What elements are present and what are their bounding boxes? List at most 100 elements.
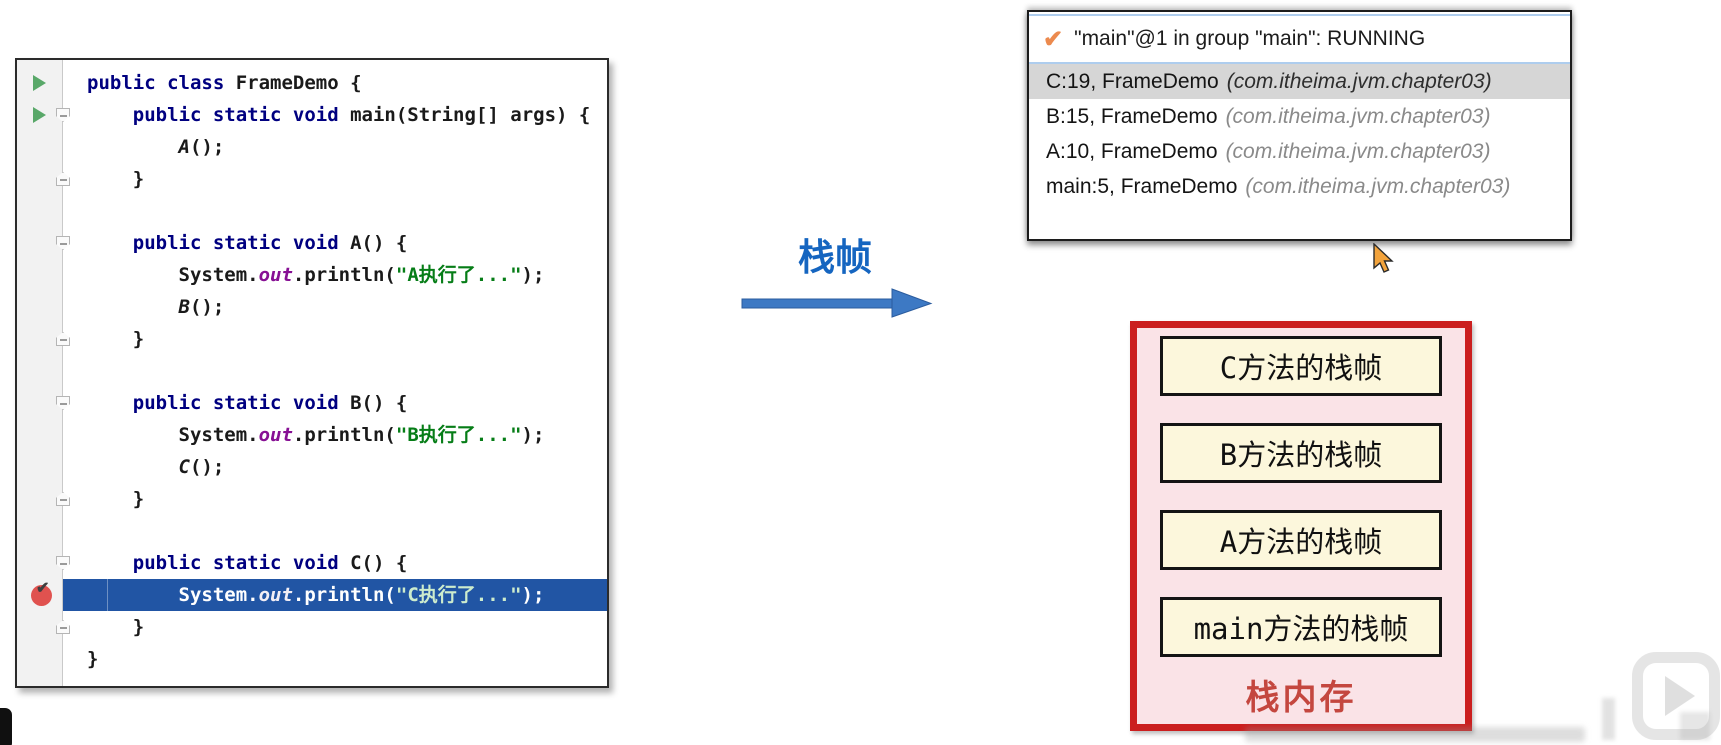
- fold-close-icon[interactable]: [56, 332, 70, 346]
- code-line: [17, 515, 607, 547]
- code-token: [87, 296, 179, 318]
- code-line-body[interactable]: A();: [63, 131, 607, 163]
- fold-minus: [60, 627, 67, 629]
- code-token: A: [178, 136, 190, 158]
- frame-location: A:10, FrameDemo: [1046, 139, 1218, 163]
- code-line-body[interactable]: public static void A() {: [63, 227, 607, 259]
- code-token: out: [258, 264, 293, 286]
- code-line-body[interactable]: [63, 195, 607, 227]
- frame-location: main:5, FrameDemo: [1046, 174, 1238, 198]
- code-token: }: [87, 616, 145, 638]
- code-line: }: [17, 483, 607, 515]
- code-token: ();: [189, 136, 225, 158]
- code-line-body[interactable]: public static void main(String[] args) {: [63, 99, 607, 131]
- fold-open-icon[interactable]: [56, 108, 70, 122]
- code-line-body[interactable]: C();: [63, 451, 607, 483]
- code-token: .println(: [292, 424, 396, 446]
- run-icon[interactable]: [33, 75, 46, 91]
- code-line: }: [17, 163, 607, 195]
- code-editor[interactable]: public class FrameDemo { public static v…: [15, 58, 609, 688]
- code-token: "B执行了...": [395, 424, 522, 446]
- frame-package: (com.itheima.jvm.chapter03): [1225, 139, 1491, 163]
- stack-frame-box: B方法的栈帧: [1160, 423, 1442, 483]
- code-token: [87, 392, 133, 414]
- code-line: [17, 195, 607, 227]
- code-line-body[interactable]: }: [63, 163, 607, 195]
- code-token: A() {: [350, 232, 408, 254]
- code-line: System.out.println("C执行了...");: [17, 578, 607, 611]
- frame-package: (com.itheima.jvm.chapter03): [1245, 174, 1511, 198]
- fold-close-icon[interactable]: [56, 172, 70, 186]
- code-line: B();: [17, 291, 607, 323]
- code-text: }: [87, 323, 607, 355]
- code-line-body[interactable]: [63, 355, 607, 387]
- code-line-body[interactable]: public static void C() {: [63, 547, 607, 579]
- gutter-icons: [17, 195, 63, 227]
- stack-frame-row[interactable]: C:19, FrameDemo(com.itheima.jvm.chapter0…: [1029, 64, 1570, 99]
- thread-row[interactable]: ✔ "main"@1 in group "main": RUNNING: [1029, 16, 1570, 64]
- annotation-label: 栈帧: [798, 237, 872, 278]
- code-line: public static void B() {: [17, 387, 607, 419]
- code-text: C();: [87, 451, 607, 483]
- code-line-body[interactable]: System.out.println("A执行了...");: [63, 259, 607, 291]
- code-text: public static void C() {: [87, 547, 607, 579]
- code-line-body[interactable]: }: [63, 611, 607, 643]
- code-line: public static void A() {: [17, 227, 607, 259]
- frame-package: (com.itheima.jvm.chapter03): [1225, 104, 1491, 128]
- fold-minus: [60, 339, 67, 341]
- code-line: public static void C() {: [17, 547, 607, 579]
- fold-close-icon[interactable]: [56, 620, 70, 634]
- gutter-icons: [17, 291, 63, 323]
- code-line-body[interactable]: public class FrameDemo {: [63, 67, 607, 99]
- frame-package: (com.itheima.jvm.chapter03): [1226, 69, 1492, 93]
- code-line-body[interactable]: B();: [63, 291, 607, 323]
- code-text: System.out.println("C执行了...");: [87, 579, 607, 611]
- code-line-body[interactable]: }: [63, 643, 607, 675]
- code-token: public static void: [132, 392, 351, 414]
- code-line: C();: [17, 451, 607, 483]
- fold-minus: [60, 563, 67, 565]
- stack-frame-annotation: 栈帧: [735, 236, 935, 320]
- debugger-frames-panel: ✔ "main"@1 in group "main": RUNNING C:19…: [1027, 10, 1572, 241]
- code-line: }: [17, 611, 607, 643]
- gutter-icons: [17, 515, 63, 547]
- code-line-body[interactable]: System.out.println("C执行了...");: [63, 579, 607, 611]
- code-line: [17, 355, 607, 387]
- frame-rows-container: C:19, FrameDemo(com.itheima.jvm.chapter0…: [1029, 64, 1570, 204]
- code-line-body[interactable]: System.out.println("B执行了...");: [63, 419, 607, 451]
- watermark-blob: [1680, 712, 1710, 740]
- fold-open-icon[interactable]: [56, 556, 70, 570]
- gutter-icons: [17, 578, 63, 611]
- stack-frame-row[interactable]: A:10, FrameDemo (com.itheima.jvm.chapter0…: [1029, 134, 1570, 169]
- play-triangle-icon: [1665, 676, 1695, 716]
- code-token: }: [87, 328, 145, 350]
- code-text: public static void B() {: [87, 387, 607, 419]
- code-line-body[interactable]: }: [63, 483, 607, 515]
- breakpoint-icon[interactable]: [31, 578, 52, 606]
- gutter-icons: [17, 419, 63, 451]
- code-token: );: [521, 424, 545, 446]
- code-text: }: [87, 611, 607, 643]
- code-token: );: [521, 264, 545, 286]
- fold-open-icon[interactable]: [56, 236, 70, 250]
- code-line-body[interactable]: }: [63, 323, 607, 355]
- stack-frame-row[interactable]: B:15, FrameDemo(com.itheima.jvm.chapter0…: [1029, 99, 1570, 134]
- code-text: System.out.println("A执行了...");: [87, 259, 607, 291]
- gutter-icons: [17, 451, 63, 483]
- code-line-body[interactable]: public static void B() {: [63, 387, 607, 419]
- gutter-icons: [17, 99, 63, 131]
- code-line-body[interactable]: [63, 515, 607, 547]
- code-token: C() {: [350, 552, 408, 574]
- code-token: B() {: [350, 392, 408, 414]
- fold-open-icon[interactable]: [56, 396, 70, 410]
- fold-minus: [60, 115, 67, 117]
- code-token: [87, 552, 133, 574]
- code-token: }: [87, 168, 145, 190]
- code-token: public static void: [132, 552, 351, 574]
- run-icon[interactable]: [33, 107, 46, 123]
- fold-close-icon[interactable]: [56, 492, 70, 506]
- stack-frame-row[interactable]: main:5, FrameDemo (com.itheima.jvm.chapte…: [1029, 169, 1570, 204]
- code-text: }: [87, 163, 607, 195]
